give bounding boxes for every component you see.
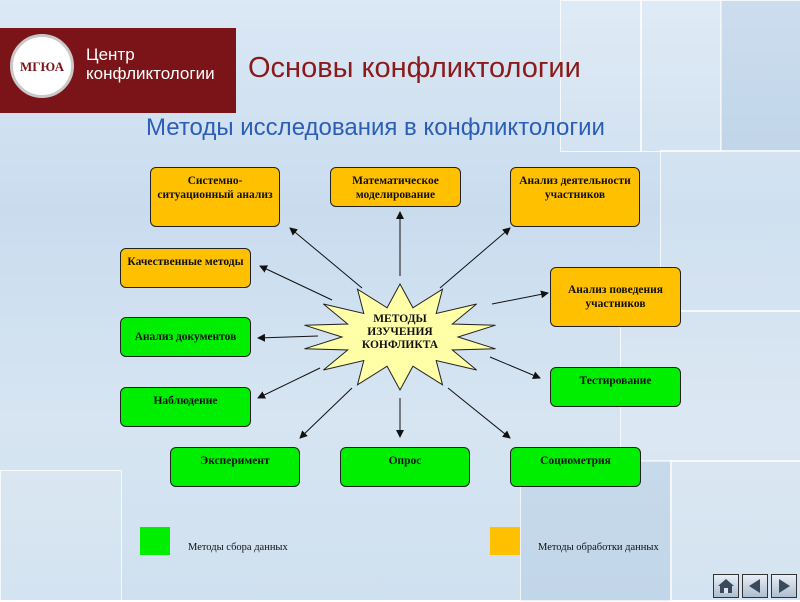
background-window-pane (660, 150, 800, 312)
background-window-pane (560, 0, 642, 152)
node-math-modeling: Математическое моделирование (330, 167, 461, 207)
previous-slide-button[interactable] (742, 574, 768, 598)
node-document-analysis: Анализ документов (120, 317, 251, 357)
arrow-to-activity (439, 227, 511, 289)
node-sociometry: Социометрия (510, 447, 641, 487)
node-qualitative-methods: Качественные методы (120, 248, 251, 288)
arrow-to-behavior (491, 290, 549, 305)
node-experiment: Эксперимент (170, 447, 300, 487)
legend-collection-swatch (140, 527, 170, 555)
arrow-to-qualitative (259, 265, 333, 301)
home-button[interactable] (713, 574, 739, 598)
arrow-to-observation (257, 367, 321, 399)
legend-processing-label: Методы обработки данных (538, 542, 659, 553)
node-testing: Тестирование (550, 367, 681, 407)
center-burst (304, 282, 496, 392)
node-activity-analysis: Анализ деятельности участников (510, 167, 640, 227)
page-subtitle: Методы исследования в конфликтологии (146, 114, 605, 141)
center-label: МЕТОДЫ ИЗУЧЕНИЯ КОНФЛИКТА (361, 313, 439, 351)
logo-text: МГЮА (19, 59, 65, 74)
mgua-logo: МГЮА (10, 34, 74, 98)
background-window-pane (0, 470, 122, 602)
arrow-to-testing (489, 356, 541, 379)
arrow-right-icon (779, 579, 790, 593)
arrow-to-documents (257, 333, 319, 342)
node-survey: Опрос (340, 447, 470, 487)
center-name-line1: Центр (86, 45, 135, 64)
center-name: Центр конфликтологии (86, 45, 215, 83)
node-systemic-analysis: Системно-ситуационный анализ (150, 167, 280, 227)
page-title: Основы конфликтологии (248, 52, 581, 84)
arrow-left-icon (749, 579, 760, 593)
arrow-to-systemic (289, 227, 363, 289)
center-burst-shape (304, 282, 496, 392)
next-slide-button[interactable] (771, 574, 797, 598)
background-window-pane (640, 0, 722, 152)
arrow-to-experiment (299, 387, 353, 439)
center-name-line2: конфликтологии (86, 64, 215, 83)
home-icon (718, 579, 734, 593)
node-behavior-analysis: Анализ поведения участников (550, 267, 681, 327)
arrow-to-sociometry (447, 387, 511, 439)
background-window-pane (720, 0, 800, 152)
legend-collection-label: Методы сбора данных (188, 542, 288, 553)
node-observation: Наблюдение (120, 387, 251, 427)
legend-processing-swatch (490, 527, 520, 555)
